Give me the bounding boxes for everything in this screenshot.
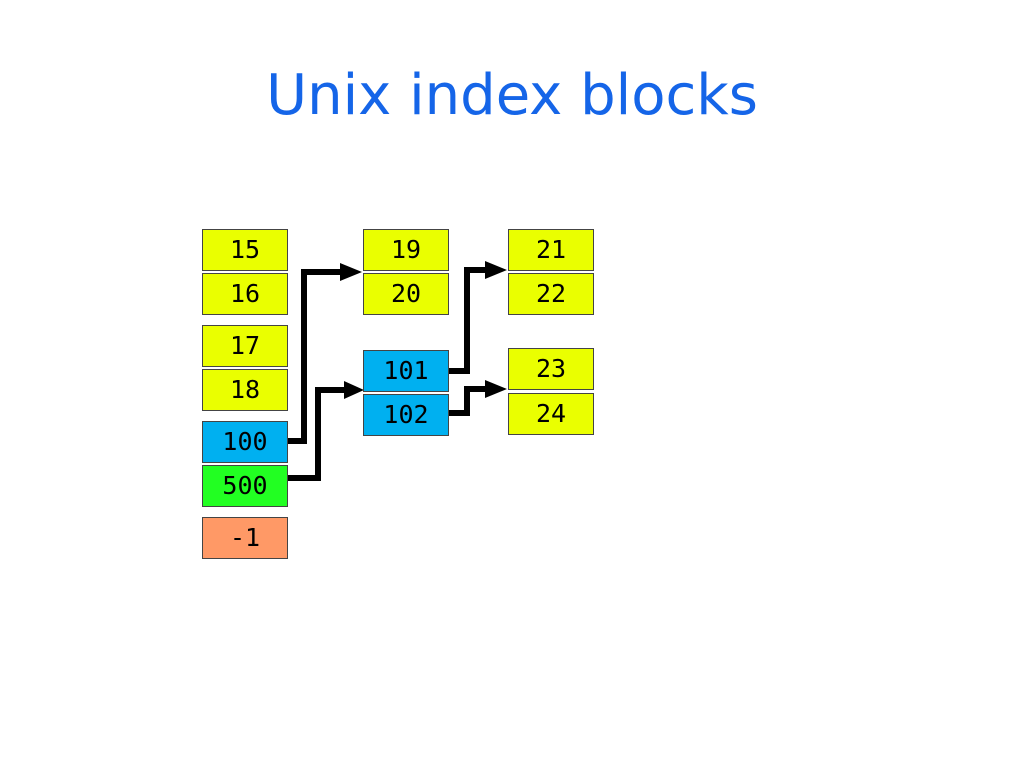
block-15: 15 — [202, 229, 288, 271]
arrowhead-19 — [340, 263, 362, 281]
arrowhead-101 — [344, 381, 364, 399]
arrowhead-21 — [485, 261, 507, 279]
block-18: 18 — [202, 369, 288, 411]
block-500: 500 — [202, 465, 288, 507]
block-23: 23 — [508, 348, 594, 390]
block-101: 101 — [363, 350, 449, 392]
block-minus-1: -1 — [202, 517, 288, 559]
block-17: 17 — [202, 325, 288, 367]
arrowhead-23 — [485, 380, 507, 398]
arrow-100-to-19 — [288, 269, 342, 444]
arrow-500-to-101 — [288, 387, 346, 481]
block-21: 21 — [508, 229, 594, 271]
block-24: 24 — [508, 393, 594, 435]
arrow-101-to-21 — [449, 267, 487, 374]
block-102: 102 — [363, 394, 449, 436]
block-16: 16 — [202, 273, 288, 315]
block-20: 20 — [363, 273, 449, 315]
arrow-102-to-23 — [449, 386, 487, 416]
block-19: 19 — [363, 229, 449, 271]
slide-title: Unix index blocks — [266, 63, 758, 128]
block-100: 100 — [202, 421, 288, 463]
block-22: 22 — [508, 273, 594, 315]
